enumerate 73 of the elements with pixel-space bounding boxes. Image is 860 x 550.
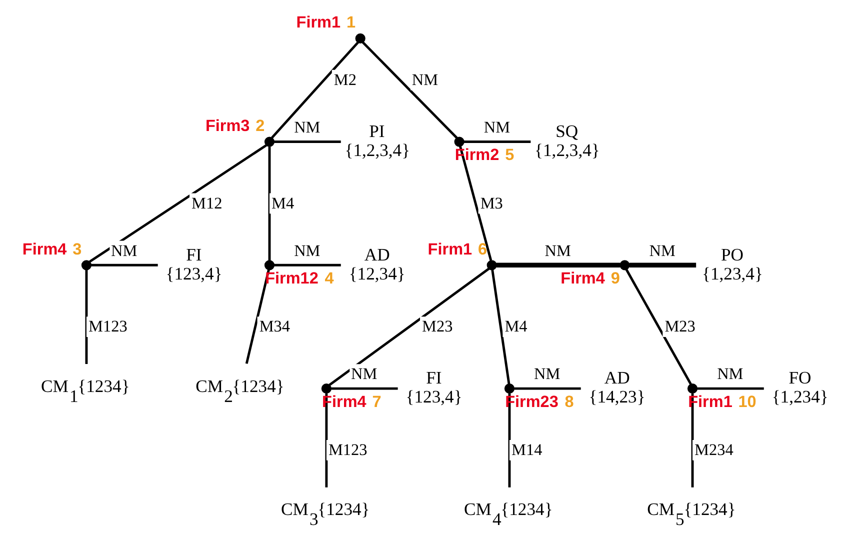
edge-label: M123 [328,441,368,460]
node-label: 1 [346,14,356,32]
connector [491,270,510,384]
edge-label: M4 [504,318,528,336]
edge-label: NM [294,118,320,136]
connector [362,41,458,139]
node-circle [355,33,366,44]
edge-label: NM [412,70,438,89]
node-circle [321,383,332,394]
connector [274,140,341,143]
node-label: 7 [372,392,382,411]
edge-label: M12 [192,194,222,212]
connector [85,270,88,364]
edge-label: NM [351,365,378,384]
node-circle [264,136,275,147]
node-label: Firm4 [560,269,605,288]
node-circle [81,260,92,270]
node-circle [687,383,698,394]
node-label: 2 [256,116,265,135]
edge-label: NM [717,365,744,384]
node-circle [454,136,464,147]
connector [691,393,694,488]
edge-label: M4 [272,194,294,212]
node-text: AD {14,23} [588,368,646,407]
node-label: Firm1 [428,240,472,258]
edge-label: NM [544,242,571,260]
edge-label: NM [534,365,560,384]
node-text: FI {123,4} [406,368,462,407]
connector [274,264,341,266]
edge-label: M34 [259,318,290,336]
connector [331,387,398,390]
node-label: 3 [72,240,82,258]
node-text: SQ {1,2,3,4} [534,120,600,160]
node-text: FI {123,4} [166,244,222,284]
edge-label: M234 [694,441,734,460]
node-text: PI {1,2,3,4} [344,120,410,160]
connector [625,268,692,385]
node-text: AD {12,34} [348,244,406,284]
edge-label: M14 [512,441,542,460]
node-circle [504,383,515,394]
connector [629,262,696,268]
connector [325,393,328,488]
edge-label: M2 [334,70,356,89]
node-circle [620,260,630,270]
connector [268,146,271,261]
node-label: Firm3 [205,116,250,135]
edge-label: NM [294,242,320,260]
edge-label: M23 [422,318,453,336]
node-circle [486,260,497,270]
connector [514,387,581,390]
node-label: 5 [505,146,514,164]
edge-label: M3 [480,194,503,212]
node-label: Firm1 [296,14,341,32]
node-circle [264,260,275,270]
connector [245,269,270,364]
edge-label: M123 [88,318,128,336]
node-label: 4 [324,269,334,288]
node-label: 6 [478,240,488,258]
edge-label: NM [111,242,138,260]
connector [697,387,764,390]
node-label: 9 [610,269,620,288]
node-text: PO {1,23,4} [702,244,763,284]
connector [508,393,511,488]
node-label: 8 [564,392,574,411]
connector [464,140,531,143]
edge-label: M23 [664,318,696,336]
edge-label: NM [484,118,510,136]
node-text: FO {1,234} [772,368,828,407]
node-label: 10 [738,392,756,411]
node-label: Firm4 [22,240,67,258]
edge-label: NM [649,242,676,260]
connector [91,264,158,266]
connector [496,262,620,268]
